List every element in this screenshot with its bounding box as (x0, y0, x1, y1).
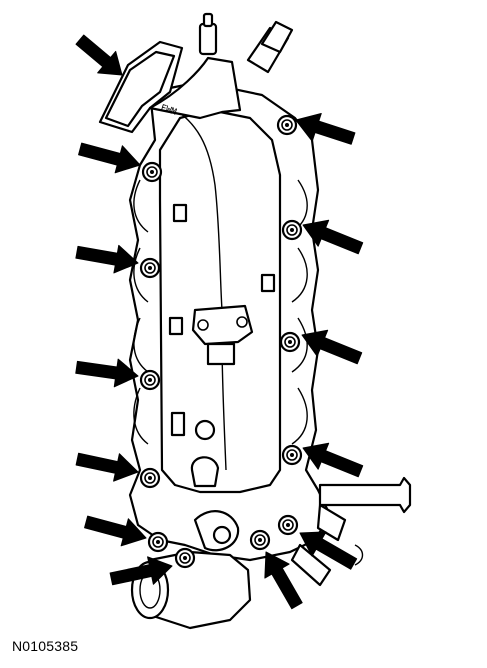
bolt-6 (139, 369, 161, 391)
arrow-bolt-9 (299, 531, 358, 570)
arrow-bolt-12 (109, 556, 173, 586)
bolt-11 (249, 529, 271, 551)
throttle-elbow: FWM (98, 12, 294, 134)
bolt-5 (279, 331, 301, 353)
manifold-body (128, 80, 332, 562)
bolt-2 (141, 161, 163, 183)
coolant-hose-fitting (290, 476, 412, 587)
arrow-bolt-2 (78, 142, 141, 174)
arrow-bolt-1 (295, 112, 356, 145)
arrow-bolt-11 (264, 551, 303, 610)
arrow-bolt-3 (302, 219, 364, 255)
arrow-bolt-8 (75, 452, 139, 482)
bolt-3 (281, 219, 303, 241)
arrow-bolt-5 (301, 329, 363, 365)
stamp-top: FWM (159, 103, 178, 118)
figure-reference-number: N0105385 (12, 638, 79, 654)
bolts (139, 114, 303, 569)
bolt-4 (139, 257, 161, 279)
bolt-10 (147, 531, 169, 553)
callout-arrows (75, 34, 364, 610)
arrow-bolt-6 (75, 358, 139, 388)
bolt-7 (281, 444, 303, 466)
arrow-throttle (75, 34, 123, 76)
bolt-1 (276, 114, 298, 136)
arrow-bolt-7 (302, 442, 364, 478)
bolt-12 (174, 547, 196, 569)
bolt-9 (277, 514, 299, 536)
arrow-bolt-4 (75, 244, 139, 274)
bolt-8 (139, 467, 161, 489)
arrow-bolt-10 (84, 515, 147, 547)
